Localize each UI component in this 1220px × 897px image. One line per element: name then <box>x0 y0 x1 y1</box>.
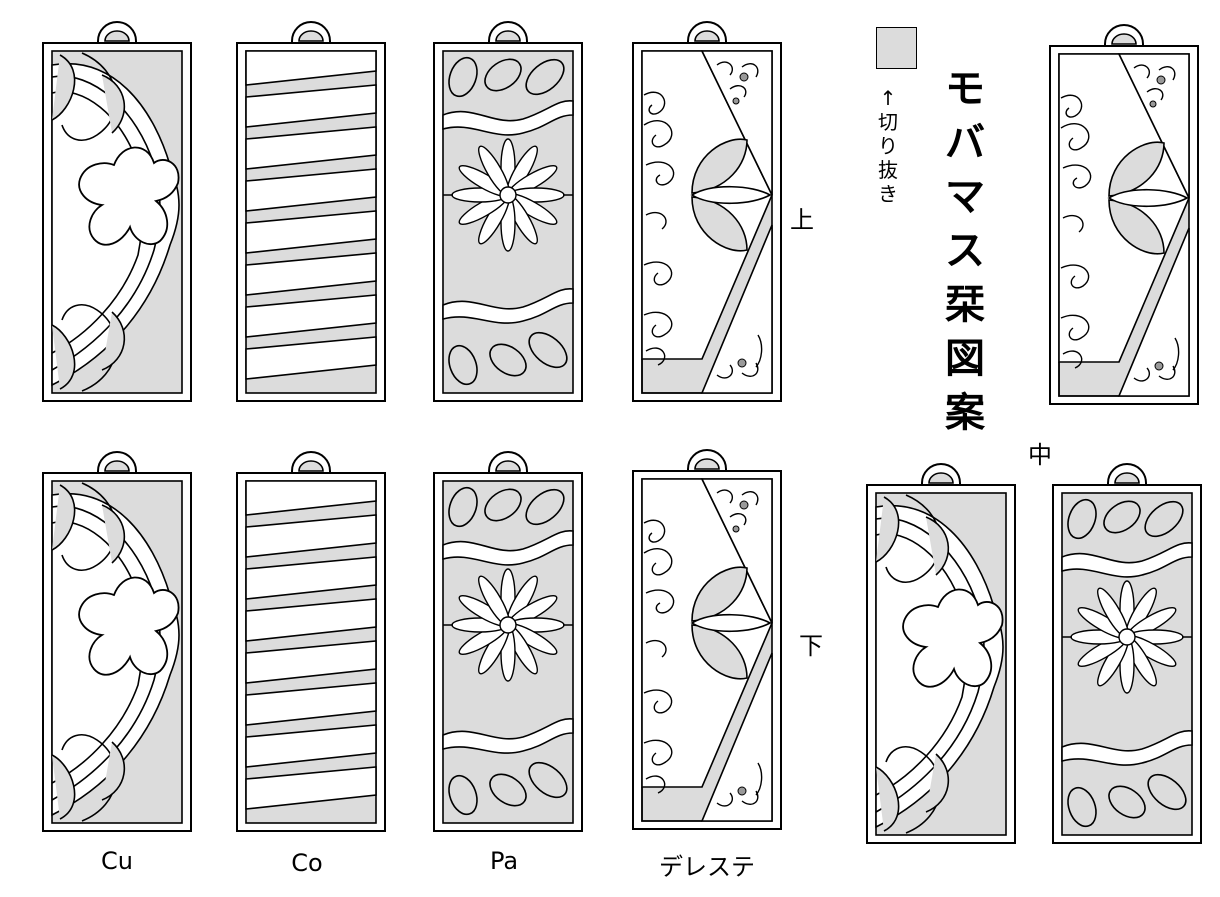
caption-co: Co <box>291 849 323 877</box>
bookmark-deresute-top <box>632 21 782 402</box>
legend-char: 抜 <box>878 158 898 182</box>
bookmark-cu-middle <box>866 463 1016 844</box>
bookmark-co-top <box>236 21 386 402</box>
bookmark-cu-bottom <box>42 451 192 832</box>
title-char: 案 <box>945 390 985 436</box>
bookmark-deresute-bottom <box>632 449 782 830</box>
cutout-legend-swatch <box>876 27 917 69</box>
bookmark-pa-top <box>433 21 583 402</box>
caption-cu: Cu <box>101 847 133 875</box>
caption-pa: Pa <box>489 847 519 875</box>
bookmark-co-bottom <box>236 451 386 832</box>
title-char: マ <box>945 174 985 220</box>
bookmark-pa-bottom <box>433 451 583 832</box>
title-char: 栞 <box>945 282 985 328</box>
title-char: ス <box>945 228 985 274</box>
legend-char: き <box>878 182 898 206</box>
legend-char: り <box>878 134 898 158</box>
title-char: モ <box>945 66 985 112</box>
cutout-legend-text: ↑ 切 り 抜 き <box>874 86 902 206</box>
bookmark-cu-top <box>42 21 192 402</box>
bookmark-pa-middle <box>1052 463 1202 844</box>
caption-deresute: デレステ <box>659 853 755 881</box>
row-label-bottom: 下 <box>799 632 823 660</box>
legend-arrow: ↑ <box>879 86 897 110</box>
page-title: モ バ マ ス 栞 図 案 <box>942 62 988 440</box>
title-char: 図 <box>945 336 985 382</box>
title-char: バ <box>945 120 985 166</box>
bookmark-deresute-sample <box>1049 24 1199 405</box>
row-label-top: 上 <box>790 206 814 234</box>
legend-char: 切 <box>878 110 898 134</box>
row-label-middle: 中 <box>1028 441 1052 469</box>
